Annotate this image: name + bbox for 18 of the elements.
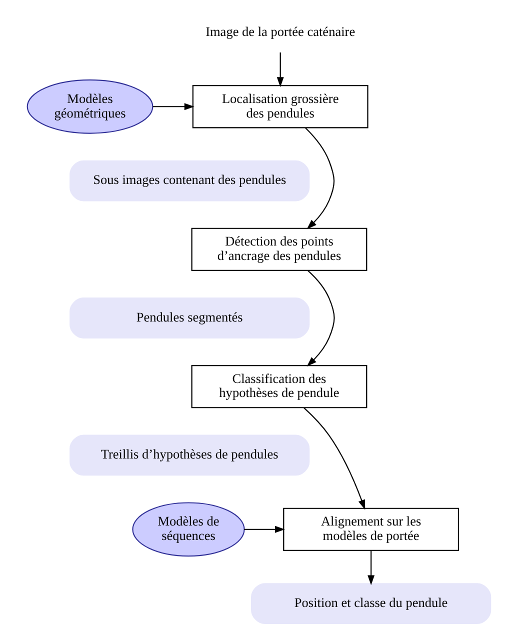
node-ellipse: Modèles de séquences xyxy=(132,502,244,557)
node-box: Sous images contenant des pendules xyxy=(69,160,310,202)
arrow xyxy=(303,407,365,510)
node-box: Alignement sur les modèles de portée xyxy=(282,508,459,551)
arrow xyxy=(304,127,334,230)
node-box: Détection des points d’ancrage des pendules xyxy=(190,228,367,271)
node-box: Treillis d’hypothèses de pendules xyxy=(69,434,310,476)
node-box: Localisation grossière des pendules xyxy=(192,85,368,128)
arrow xyxy=(367,550,374,586)
arrow xyxy=(276,52,284,88)
arrow xyxy=(244,526,284,533)
node-text: Image de la portée caténaire xyxy=(205,24,355,39)
node-box: Position et classe du pendule xyxy=(250,583,491,624)
node-box: Classification des hypothèses de pendule xyxy=(190,365,367,408)
node-ellipse: Modèles géométriques xyxy=(26,79,153,134)
node-box: Pendules segmentés xyxy=(69,298,310,338)
arrow xyxy=(152,103,194,110)
arrow xyxy=(306,270,334,366)
